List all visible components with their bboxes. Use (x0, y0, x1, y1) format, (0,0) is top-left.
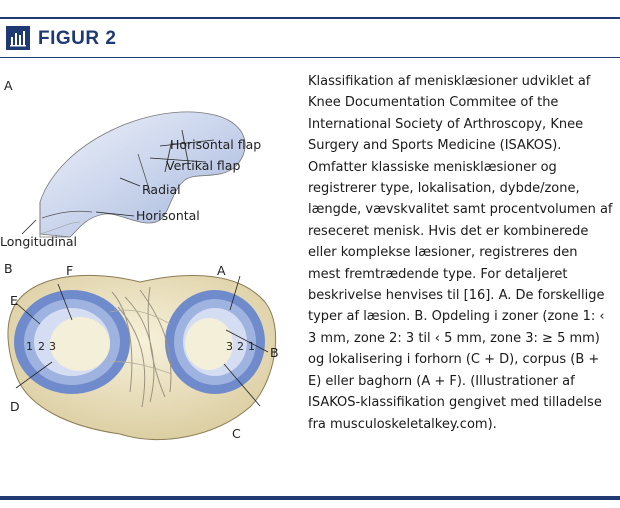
figure-title: FIGUR 2 (38, 28, 116, 50)
zone-label-left-3: 3 (49, 340, 56, 353)
label-vertikal-flap: Vertikal flap (166, 158, 240, 173)
region-label-c: C (232, 426, 241, 441)
tibial-plateau-drawing (8, 275, 276, 439)
label-horisontal-flap: Horisontal flap (170, 137, 261, 152)
region-label-f: F (66, 263, 73, 278)
zone-label-left-1: 1 (26, 340, 33, 353)
region-label-e: E (10, 293, 18, 308)
figure-bottom-rule (0, 496, 620, 500)
panel-a-label: A (4, 78, 13, 93)
zone-label-right-1: 1 (248, 340, 255, 353)
label-radial: Radial (142, 182, 181, 197)
zone-label-left-2: 2 (38, 340, 45, 353)
meniscus-illustration: A Horisontal flap Vertikal flap Radial H… (0, 62, 300, 496)
figure-top-rule (0, 17, 620, 19)
label-horisontal: Horisontal (136, 208, 200, 223)
figure-header-rule (0, 57, 620, 58)
region-label-a: A (217, 263, 226, 278)
bar-chart-icon (6, 26, 30, 50)
region-label-d: D (10, 399, 20, 414)
panel-b-label: B (4, 261, 13, 276)
zone-label-right-3: 3 (226, 340, 233, 353)
zone-label-right-2: 2 (237, 340, 244, 353)
figure-caption: Klassifikation af menisklæsioner udvikle… (308, 71, 614, 435)
label-longitudinal: Longitudinal (0, 234, 77, 249)
region-label-b: B (270, 345, 279, 360)
